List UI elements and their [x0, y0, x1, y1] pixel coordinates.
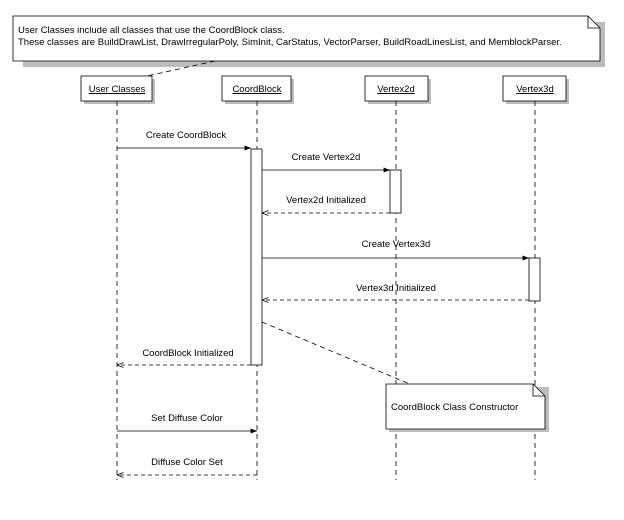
- message-create-coordblock: Create CoordBlock: [117, 130, 251, 151]
- message-label-coordblock-initialized: CoordBlock Initialized: [142, 348, 233, 359]
- message-label-create-coordblock: Create CoordBlock: [146, 130, 227, 141]
- activation-bar-vertex3d: [528, 257, 541, 302]
- message-diffuse-color-set: Diffuse Color Set: [117, 457, 257, 475]
- message-coordblock-initialized: CoordBlock Initialized: [117, 348, 251, 365]
- object-label-user-classes: User Classes: [89, 84, 146, 95]
- top-note: User Classes include all classes that us…: [12, 15, 605, 67]
- message-label-set-diffuse-color: Set Diffuse Color: [151, 413, 223, 424]
- object-label-coordblock: CoordBlock: [232, 84, 281, 95]
- activation-bar-vertex2d: [389, 169, 402, 214]
- message-label-create-vertex3d: Create Vertex3d: [362, 239, 431, 250]
- message-label-create-vertex2d: Create Vertex2d: [292, 152, 361, 163]
- object-label-vertex2d: Vertex2d: [377, 84, 415, 95]
- activation-bar-coordblock: [250, 148, 263, 366]
- message-vertex3d-initialized: Vertex3d Initialized: [262, 283, 529, 300]
- message-label-vertex3d-initialized: Vertex3d Initialized: [356, 283, 436, 294]
- top-note-line-1: User Classes include all classes that us…: [18, 25, 285, 36]
- top-note-anchor-line: [146, 60, 216, 77]
- message-vertex2d-initialized: Vertex2d Initialized: [262, 195, 390, 213]
- constructor-note-anchor-line: [261, 321, 413, 386]
- object-coordblock: CoordBlock: [221, 75, 294, 104]
- top-note-line-2: These classes are BuildDrawList, DrawIrr…: [18, 37, 562, 48]
- object-user-classes: User Classes: [80, 75, 155, 104]
- message-set-diffuse-color: Set Diffuse Color: [117, 413, 257, 434]
- object-vertex2d: Vertex2d: [364, 75, 431, 104]
- constructor-note-text: CoordBlock Class Constructor: [391, 402, 518, 413]
- constructor-note: CoordBlock Class Constructor: [385, 383, 549, 432]
- object-vertex3d: Vertex3d: [502, 75, 569, 104]
- message-label-vertex2d-initialized: Vertex2d Initialized: [286, 195, 366, 206]
- message-create-vertex2d: Create Vertex2d: [262, 152, 390, 173]
- message-create-vertex3d: Create Vertex3d: [262, 239, 529, 261]
- object-label-vertex3d: Vertex3d: [516, 84, 554, 95]
- message-label-diffuse-color-set: Diffuse Color Set: [151, 457, 223, 468]
